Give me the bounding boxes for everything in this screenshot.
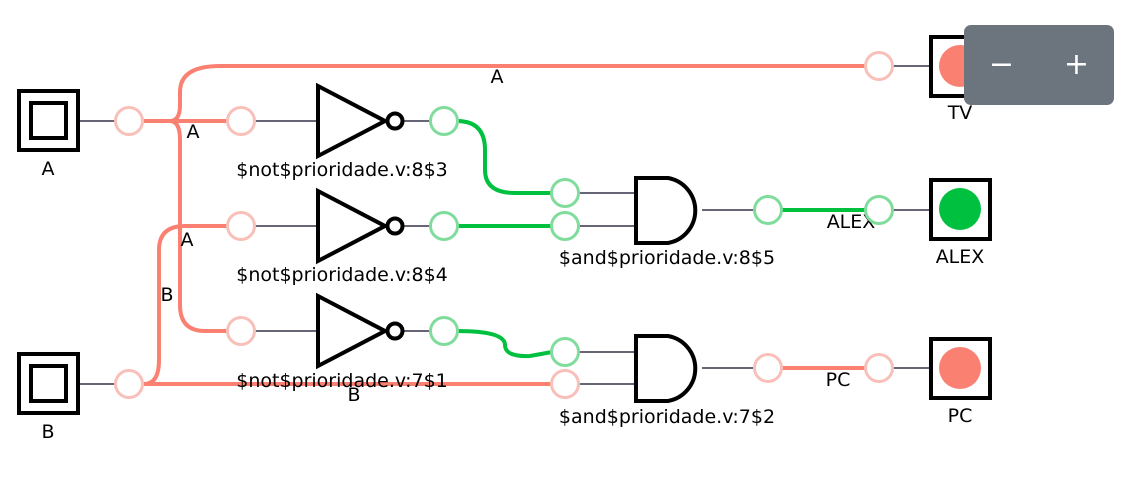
wire-label-b-bottom: B [347,384,360,406]
port-tv-in[interactable] [864,51,894,81]
input-label-a: A [42,158,55,180]
port-and2-in2[interactable] [550,369,580,399]
port-alex-in[interactable] [864,195,894,225]
output-label-pc: PC [948,405,973,427]
input-switch-b[interactable] [17,352,80,415]
not-gate-1[interactable] [316,82,405,160]
and-gate-2[interactable] [634,334,698,403]
wire-label-alex: ALEX [827,211,876,233]
port-links [80,65,930,385]
port-pc-in[interactable] [864,353,894,383]
port-a-out[interactable] [114,106,144,136]
port-and1-in1[interactable] [550,178,580,208]
and-gate-1[interactable] [634,176,698,245]
output-lamp-pc[interactable] [929,337,992,400]
port-and2-in1[interactable] [550,337,580,367]
input-label-b: B [41,421,54,443]
wire-label-pc: PC [826,369,851,391]
port-and1-out[interactable] [753,195,783,225]
port-not2-out[interactable] [429,211,459,241]
not-gate-3-label: $not$prioridade.v:7$1 [236,370,448,392]
wire-label-a-top: A [491,66,504,88]
and-gate-2-label: $and$prioridade.v:7$2 [559,406,775,428]
wire-a-to-not3[interactable] [169,119,228,333]
wires [143,64,866,386]
port-not1-in[interactable] [226,106,256,136]
wire-label-b-left: B [160,284,173,306]
not-gate-1-label: $not$prioridade.v:8$3 [236,159,448,181]
wire-label-a-mid2: A [181,229,194,251]
zoom-in-button[interactable]: + [1063,47,1090,82]
port-not3-out[interactable] [429,316,459,346]
wire-not3-to-and2[interactable] [456,329,553,359]
zoom-out-button[interactable]: − [988,47,1015,82]
not-gate-2[interactable] [316,187,405,265]
port-and2-out[interactable] [753,353,783,383]
ports [114,51,894,399]
output-label-alex: ALEX [936,246,985,268]
port-not3-in[interactable] [226,316,256,346]
port-b-out[interactable] [114,369,144,399]
not-gate-2-label: $not$prioridade.v:8$4 [236,264,448,286]
output-lamp-alex[interactable] [929,178,992,241]
wire-not1-to-and1[interactable] [456,119,552,195]
input-switch-a[interactable] [17,89,80,152]
port-not1-out[interactable] [429,106,459,136]
not-gate-3[interactable] [316,292,405,370]
port-not2-in[interactable] [226,211,256,241]
and-gate-1-label: $and$prioridade.v:8$5 [559,247,775,269]
wire-b-to-not2[interactable] [143,224,228,386]
output-label-tv: TV [947,102,973,124]
wire-label-a-mid1: A [187,121,200,143]
port-and1-in2[interactable] [550,211,580,241]
zoom-control: − + [964,25,1114,105]
